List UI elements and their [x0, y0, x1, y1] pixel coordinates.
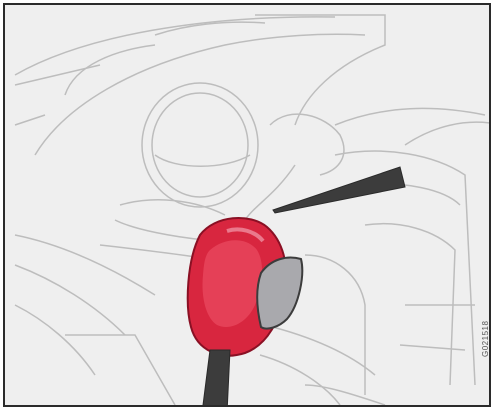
- windshield-line: [15, 17, 335, 75]
- steering-wheel-icon: [142, 83, 258, 207]
- figure-code: G021518: [481, 321, 490, 357]
- dashboard-top-line: [35, 34, 365, 155]
- driver-head-line: [270, 114, 344, 175]
- instrument-panel-part: [257, 258, 302, 329]
- car-interior-illustration: [5, 5, 491, 407]
- pointer-arrow-icon: [273, 167, 405, 213]
- airbag-stem: [202, 350, 230, 407]
- illustration-frame: G021518: [3, 3, 491, 407]
